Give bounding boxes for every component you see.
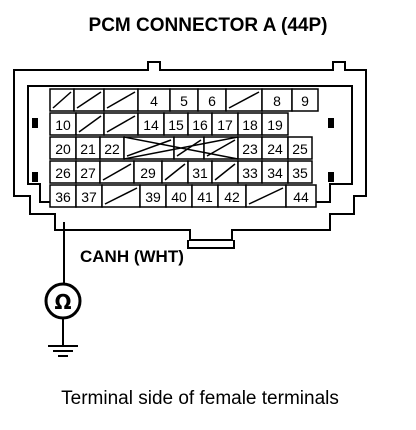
unused-pin-slash	[228, 91, 260, 109]
pin-label-14: 14	[143, 117, 159, 133]
pin-label-21: 21	[80, 141, 96, 157]
connector-housing-outer	[13, 61, 367, 241]
pin-label-33: 33	[242, 165, 258, 181]
pin-label-36: 36	[55, 189, 71, 205]
pin-label-39: 39	[145, 189, 161, 205]
diagram-caption: Terminal side of female terminals	[61, 388, 339, 409]
latch-tab	[187, 240, 235, 249]
pin-cell-44	[285, 184, 317, 208]
pin-label-27: 27	[80, 165, 96, 181]
pin-grid: 4 5 6 8 9 10 14 15 16 17 18 19 20 21 22 23 24 25 26 27 29 31 3…	[49, 88, 319, 208]
wire-label: CANH (WHT)	[80, 247, 184, 266]
pin-label-20: 20	[55, 141, 71, 157]
pin-cell-25	[287, 136, 313, 160]
pin-label-6: 6	[208, 93, 216, 109]
unused-pin-slash	[214, 163, 236, 181]
unused-pin-slash	[176, 139, 202, 157]
lock-mark-right-bottom	[328, 172, 334, 182]
pin-label-25: 25	[292, 141, 308, 157]
unused-pin-slash	[106, 91, 136, 109]
pin-label-29: 29	[140, 165, 156, 181]
pin-cell-19	[261, 112, 289, 136]
pin-label-37: 37	[81, 189, 97, 205]
pin-label-9: 9	[301, 93, 309, 109]
pin-label-19: 19	[267, 117, 283, 133]
pin-label-10: 10	[55, 117, 71, 133]
pin-label-31: 31	[192, 165, 208, 181]
pin-label-18: 18	[242, 117, 258, 133]
pin-label-16: 16	[192, 117, 208, 133]
ohmmeter-icon: Ω	[44, 282, 82, 320]
unused-pin-slash	[164, 163, 186, 181]
pin-label-5: 5	[180, 93, 188, 109]
ohm-symbol: Ω	[54, 290, 71, 314]
lock-mark-left-bottom	[32, 172, 38, 182]
pin-label-15: 15	[168, 117, 184, 133]
blocked-area-cross	[123, 136, 239, 160]
pin-label-34: 34	[267, 165, 283, 181]
lock-mark-left-top	[32, 118, 38, 128]
pin-label-35: 35	[292, 165, 308, 181]
pin-label-44: 44	[293, 189, 309, 205]
pin-label-42: 42	[224, 189, 240, 205]
pin-label-4: 4	[150, 93, 158, 109]
pin-cell-9	[291, 88, 319, 112]
unused-pin-slash	[78, 115, 102, 133]
pin-label-24: 24	[267, 141, 283, 157]
pin-label-26: 26	[55, 165, 71, 181]
unused-pin-slash	[102, 163, 132, 181]
unused-pin-slash	[106, 115, 136, 133]
unused-pin-slash	[126, 139, 172, 157]
lock-mark-right-top	[328, 118, 334, 128]
connector-title: PCM CONNECTOR A (44P)	[88, 15, 328, 36]
unused-pin-slash	[248, 187, 284, 205]
unused-pin-slash	[52, 91, 72, 109]
pin-label-41: 41	[197, 189, 213, 205]
pin-label-40: 40	[171, 189, 187, 205]
pin-cell-35	[287, 160, 313, 184]
connector-housing-inner	[27, 85, 353, 203]
pin-label-22: 22	[104, 141, 120, 157]
unused-pin-slash	[76, 91, 102, 109]
pin-label-17: 17	[217, 117, 233, 133]
locking-marks	[32, 118, 334, 182]
pin-label-8: 8	[273, 93, 281, 109]
pin-label-23: 23	[242, 141, 258, 157]
ground-symbol-icon	[48, 318, 78, 357]
unused-pin-slash	[104, 187, 138, 205]
